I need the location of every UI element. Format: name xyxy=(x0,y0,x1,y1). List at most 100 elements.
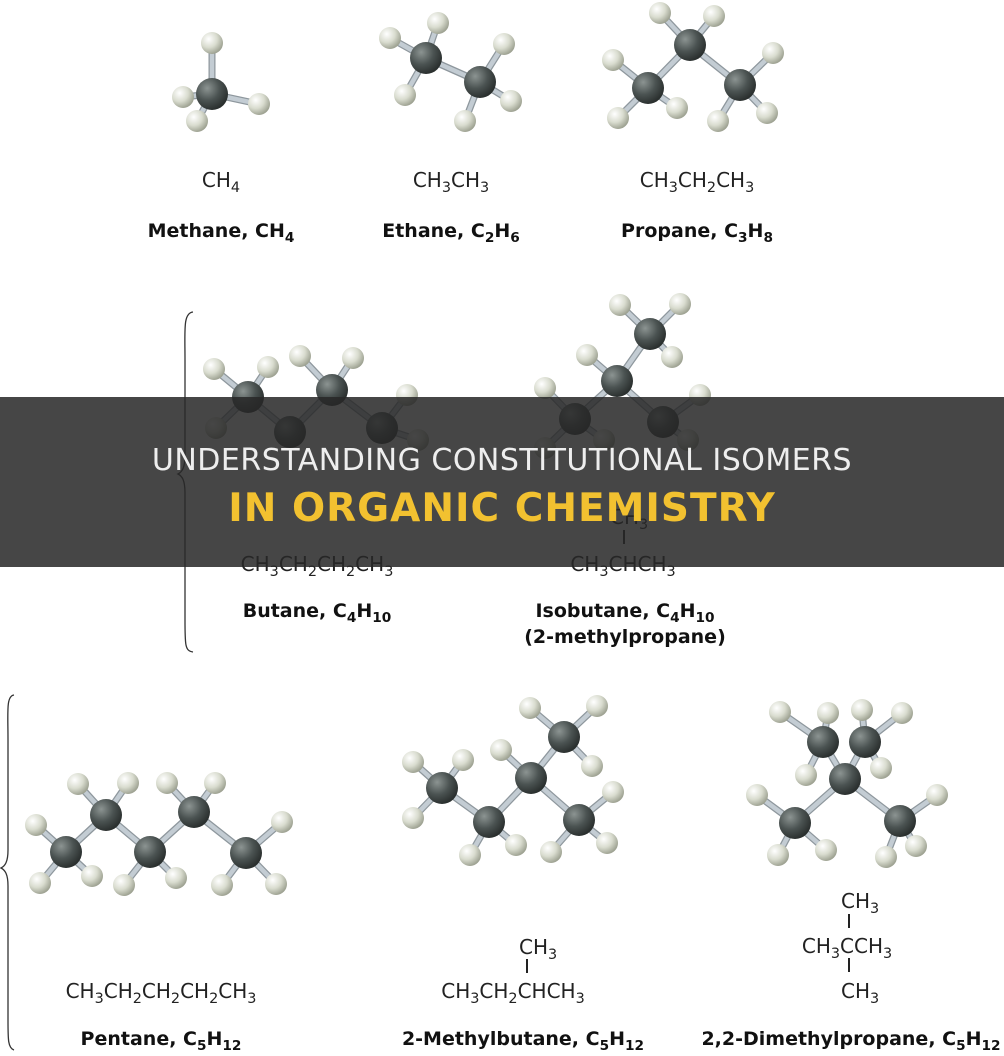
hydrogen-atom xyxy=(703,5,725,27)
banner-title-line-2: IN ORGANIC CHEMISTRY xyxy=(228,486,776,531)
hydrogen-atom xyxy=(113,874,135,896)
hydrogen-atom xyxy=(29,872,51,894)
carbon-atom xyxy=(410,42,442,74)
carbon-atom xyxy=(779,807,811,839)
isobutane-alt-name: (2-methylpropane) xyxy=(524,626,726,648)
methane-condensed-formula: CH4 xyxy=(201,168,241,197)
methylbutane-model xyxy=(402,695,624,866)
pentane-name: Pentane, C5H12 xyxy=(80,1028,242,1054)
hydrogen-atom xyxy=(459,844,481,866)
hydrogen-atom xyxy=(815,839,837,861)
hydrogen-atom xyxy=(596,832,618,854)
hydrogen-atom xyxy=(649,2,671,24)
hydrogen-atom xyxy=(402,807,424,829)
hydrogen-atom xyxy=(257,356,279,378)
hydrogen-atom xyxy=(661,346,683,368)
hydrogen-atom xyxy=(607,107,629,129)
hydrogen-atom xyxy=(817,702,839,724)
methane-model xyxy=(172,32,270,132)
hydrogen-atom xyxy=(500,90,522,112)
carbon-atom xyxy=(230,837,262,869)
methylbutane-condensed-formula: CH3CH2CHCH3 xyxy=(441,979,585,1008)
carbon-atom xyxy=(807,726,839,758)
hydrogen-atom xyxy=(534,377,556,399)
hydrogen-atom xyxy=(576,344,598,366)
hydrogen-atom xyxy=(248,93,270,115)
carbon-atom xyxy=(601,365,633,397)
carbon-atom xyxy=(196,78,228,110)
carbon-atom xyxy=(674,29,706,61)
hydrogen-atom xyxy=(851,699,873,721)
hydrogen-atom xyxy=(870,757,892,779)
hydrogen-atom xyxy=(204,772,226,794)
hydrogen-atom xyxy=(490,739,512,761)
methylbutane-name: 2-Methylbutane, C5H12 xyxy=(401,1028,645,1054)
hydrogen-atom xyxy=(540,841,562,863)
carbon-atom xyxy=(464,66,496,98)
hydrogen-atom xyxy=(172,86,194,108)
dimethylpropane-branch-bottom: CH3 xyxy=(841,979,880,1008)
carbon-atom xyxy=(829,763,861,795)
carbon-atom xyxy=(634,318,666,350)
hydrogen-atom xyxy=(203,358,225,380)
pentane-isomer-brace xyxy=(0,694,15,1051)
ethane-condensed-formula: CH3CH3 xyxy=(412,168,490,197)
carbon-atom xyxy=(884,805,916,837)
carbon-atom xyxy=(50,836,82,868)
dimethylpropane-model xyxy=(746,699,948,868)
dimethylpropane-condensed-formula: CH3CCH3 xyxy=(801,934,893,963)
hydrogen-atom xyxy=(493,33,515,55)
hydrogen-atom xyxy=(707,110,729,132)
hydrogen-atom xyxy=(581,755,603,777)
propane-model xyxy=(602,2,784,132)
hydrogen-atom xyxy=(756,102,778,124)
hydrogen-atom xyxy=(669,293,691,315)
hydrogen-atom xyxy=(201,32,223,54)
propane-condensed-formula: CH3CH2CH3 xyxy=(639,168,755,197)
hydrogen-atom xyxy=(602,49,624,71)
hydrogen-atom xyxy=(265,873,287,895)
carbon-atom xyxy=(178,796,210,828)
banner-title-line-1: UNDERSTANDING CONSTITUTIONAL ISOMERS xyxy=(151,443,853,478)
hydrogen-atom xyxy=(586,695,608,717)
hydrogen-atom xyxy=(746,784,768,806)
hydrogen-atom xyxy=(165,867,187,889)
hydrogen-atom xyxy=(891,702,913,724)
hydrogen-atom xyxy=(271,811,293,833)
hydrogen-atom xyxy=(767,844,789,866)
hydrogen-atom xyxy=(454,110,476,132)
carbon-atom xyxy=(632,72,664,104)
hydrogen-atom xyxy=(67,773,89,795)
hydrogen-atom xyxy=(926,784,948,806)
hydrogen-atom xyxy=(117,772,139,794)
hydrogen-atom xyxy=(156,772,178,794)
hydrogen-atom xyxy=(81,865,103,887)
dimethylpropane-branch-top: CH3 xyxy=(841,889,880,918)
hydrogen-atom xyxy=(427,12,449,34)
carbon-atom xyxy=(473,806,505,838)
hydrogen-atom xyxy=(186,110,208,132)
hydrogen-atom xyxy=(905,835,927,857)
ethane-name: Ethane, C2H6 xyxy=(382,220,520,246)
hydrogen-atom xyxy=(394,84,416,106)
hydrogen-atom xyxy=(211,874,233,896)
methane-name: Methane, CH4 xyxy=(147,220,295,246)
hydrogen-atom xyxy=(402,751,424,773)
pentane-condensed-formula: CH3CH2CH2CH2CH3 xyxy=(65,979,257,1008)
hydrogen-atom xyxy=(452,749,474,771)
butane-name: Butane, C4H10 xyxy=(242,600,392,626)
hydrogen-atom xyxy=(342,347,364,369)
hydrogen-atom xyxy=(519,697,541,719)
hydrogen-atom xyxy=(379,27,401,49)
hydrogen-atom xyxy=(875,846,897,868)
ethane-model xyxy=(379,12,522,132)
dimethylpropane-name: 2,2-Dimethylpropane, C5H12 xyxy=(701,1028,1001,1054)
pentane-model xyxy=(25,772,293,896)
methylbutane-branch-bond xyxy=(526,959,528,973)
carbon-atom xyxy=(724,69,756,101)
hydrogen-atom xyxy=(609,294,631,316)
carbon-atom xyxy=(90,799,122,831)
hydrogen-atom xyxy=(602,781,624,803)
hydrogen-atom xyxy=(762,42,784,64)
